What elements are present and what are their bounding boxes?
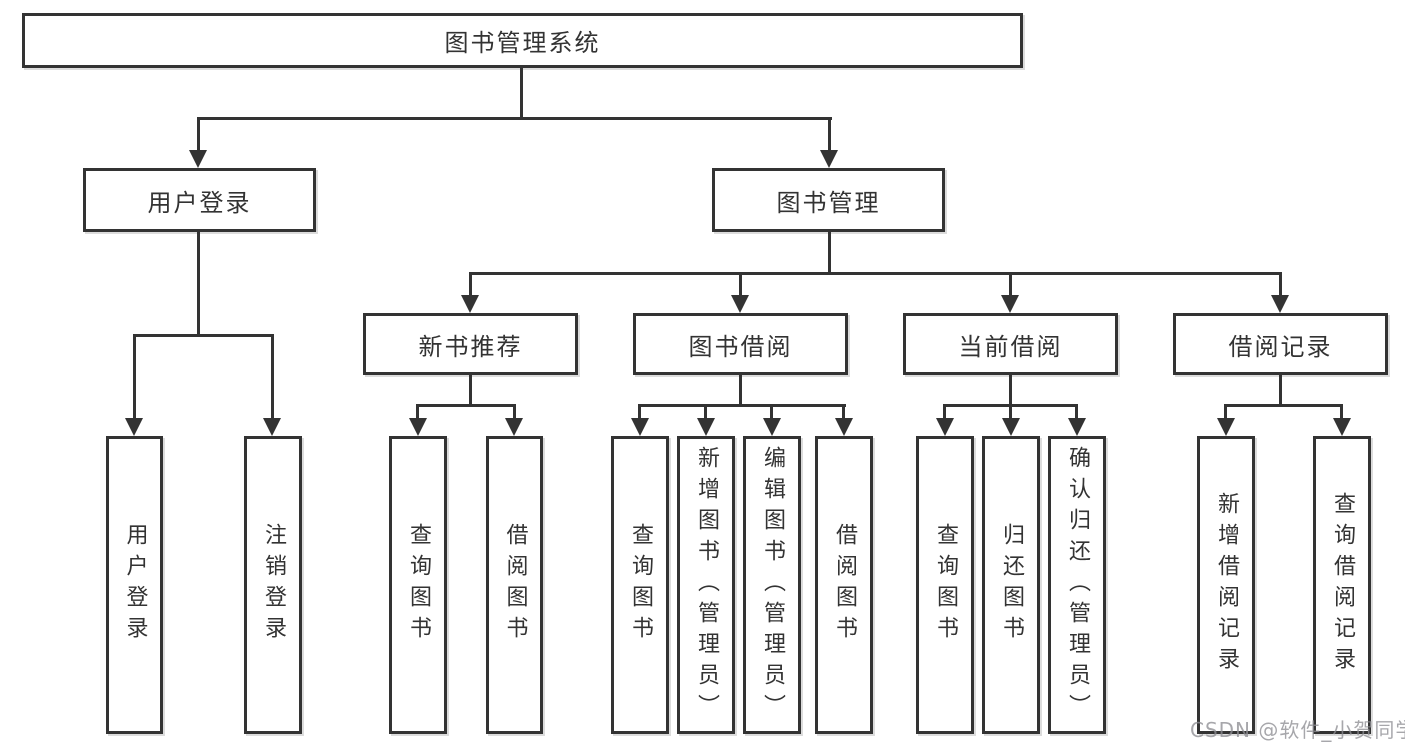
node-root-label: 图书管理系统 <box>444 29 601 57</box>
connector-leaf <box>842 404 845 420</box>
arrow-down-icon <box>1271 295 1289 313</box>
node-book-management: 图书管理 <box>712 168 945 232</box>
connector-book-management-split <box>469 272 1282 275</box>
connector-leaf <box>943 404 946 420</box>
arrow-down-icon <box>461 295 479 313</box>
arrow-down-icon <box>1002 418 1020 436</box>
connector-leaf <box>1224 404 1227 420</box>
connector-root-stem <box>520 68 523 119</box>
arrow-down-icon <box>835 418 853 436</box>
node-book-management-label: 图书管理 <box>776 188 881 217</box>
leaf-add-book-admin: 新增图书（管理员） <box>677 436 735 734</box>
node-borrowing-records-label: 借阅记录 <box>1228 332 1333 361</box>
arrow-down-icon <box>409 418 427 436</box>
connector-user-login-stem <box>197 232 200 336</box>
arrow-down-icon <box>820 150 838 168</box>
leaf-borrow-books-borrowing: 借阅图书 <box>815 436 873 734</box>
connector-to-book-borrowing <box>739 272 742 298</box>
arrow-down-icon <box>263 418 281 436</box>
connector-leaf <box>638 404 641 420</box>
arrow-down-icon <box>1068 418 1086 436</box>
connector-to-book-management <box>828 117 831 152</box>
leaf-edit-book-admin-label: 编辑图书（管理员） <box>760 445 785 725</box>
arrow-down-icon <box>125 418 143 436</box>
leaf-edit-book-admin: 编辑图书（管理员） <box>743 436 801 734</box>
connector-user-login-split <box>133 334 274 337</box>
node-current-borrowing: 当前借阅 <box>903 313 1118 375</box>
watermark: CSDN @软件_小贺同学 <box>1190 718 1405 742</box>
leaf-add-borrow-record: 新增借阅记录 <box>1197 436 1255 734</box>
connector-borrowing-records-stem <box>1279 375 1282 407</box>
leaf-confirm-return-admin-label: 确认归还（管理员） <box>1065 445 1090 725</box>
connector-to-current-borrowing <box>1009 272 1012 298</box>
node-user-login-label: 用户登录 <box>147 188 252 217</box>
leaf-confirm-return-admin: 确认归还（管理员） <box>1048 436 1106 734</box>
connector-new-book-recommend-stem <box>469 375 472 407</box>
connector-to-leaf-user-login <box>133 334 136 420</box>
connector-root-split <box>197 117 832 120</box>
leaf-add-borrow-record-label: 新增借阅记录 <box>1214 492 1239 678</box>
leaf-query-books-current-label: 查询图书 <box>933 523 958 647</box>
leaf-return-books: 归还图书 <box>982 436 1040 734</box>
connector-leaf <box>1340 404 1343 420</box>
connector-leaf <box>513 404 516 420</box>
connector-to-leaf-logout <box>271 334 274 420</box>
connector-current-borrowing-stem <box>1009 375 1012 407</box>
connector-leaf <box>416 404 419 420</box>
leaf-return-books-label: 归还图书 <box>999 523 1024 647</box>
node-new-book-recommend-label: 新书推荐 <box>418 332 523 361</box>
leaf-query-books-borrowing: 查询图书 <box>611 436 669 734</box>
node-book-borrowing-label: 图书借阅 <box>688 332 793 361</box>
arrow-down-icon <box>631 418 649 436</box>
connector-to-borrowing-records <box>1279 272 1282 298</box>
node-user-login: 用户登录 <box>83 168 316 232</box>
arrow-down-icon <box>505 418 523 436</box>
connector-new-book-recommend-split <box>416 404 516 407</box>
node-root: 图书管理系统 <box>22 13 1023 68</box>
connector-book-management-stem <box>828 232 831 275</box>
node-current-borrowing-label: 当前借阅 <box>958 332 1063 361</box>
connector-leaf <box>770 404 773 420</box>
leaf-user-login: 用户登录 <box>106 436 163 734</box>
leaf-query-books-recommend: 查询图书 <box>389 436 447 734</box>
leaf-query-borrow-record: 查询借阅记录 <box>1313 436 1371 734</box>
connector-borrowing-records-split <box>1224 404 1342 407</box>
connector-to-user-login <box>197 117 200 152</box>
arrow-down-icon <box>189 150 207 168</box>
leaf-query-borrow-record-label: 查询借阅记录 <box>1330 492 1355 678</box>
arrow-down-icon <box>731 295 749 313</box>
leaf-borrow-books-recommend: 借阅图书 <box>486 436 543 734</box>
arrow-down-icon <box>1217 418 1235 436</box>
leaf-logout: 注销登录 <box>244 436 302 734</box>
leaf-query-books-borrowing-label: 查询图书 <box>628 523 653 647</box>
node-new-book-recommend: 新书推荐 <box>363 313 578 375</box>
leaf-logout-label: 注销登录 <box>261 523 286 647</box>
arrow-down-icon <box>763 418 781 436</box>
arrow-down-icon <box>697 418 715 436</box>
leaf-query-books-current: 查询图书 <box>916 436 974 734</box>
connector-to-new-book-recommend <box>469 272 472 298</box>
leaf-add-book-admin-label: 新增图书（管理员） <box>694 445 719 725</box>
arrow-down-icon <box>1333 418 1351 436</box>
leaf-borrow-books-recommend-label: 借阅图书 <box>502 523 528 647</box>
leaf-user-login-label: 用户登录 <box>122 523 148 647</box>
connector-leaf <box>704 404 707 420</box>
connector-leaf <box>1009 404 1012 420</box>
connector-book-borrowing-stem <box>739 375 742 407</box>
leaf-query-books-recommend-label: 查询图书 <box>406 523 431 647</box>
node-book-borrowing: 图书借阅 <box>633 313 848 375</box>
arrow-down-icon <box>936 418 954 436</box>
arrow-down-icon <box>1001 295 1019 313</box>
leaf-borrow-books-borrowing-label: 借阅图书 <box>832 523 857 647</box>
connector-book-borrowing-split <box>638 404 846 407</box>
connector-leaf <box>1075 404 1078 420</box>
node-borrowing-records: 借阅记录 <box>1173 313 1388 375</box>
